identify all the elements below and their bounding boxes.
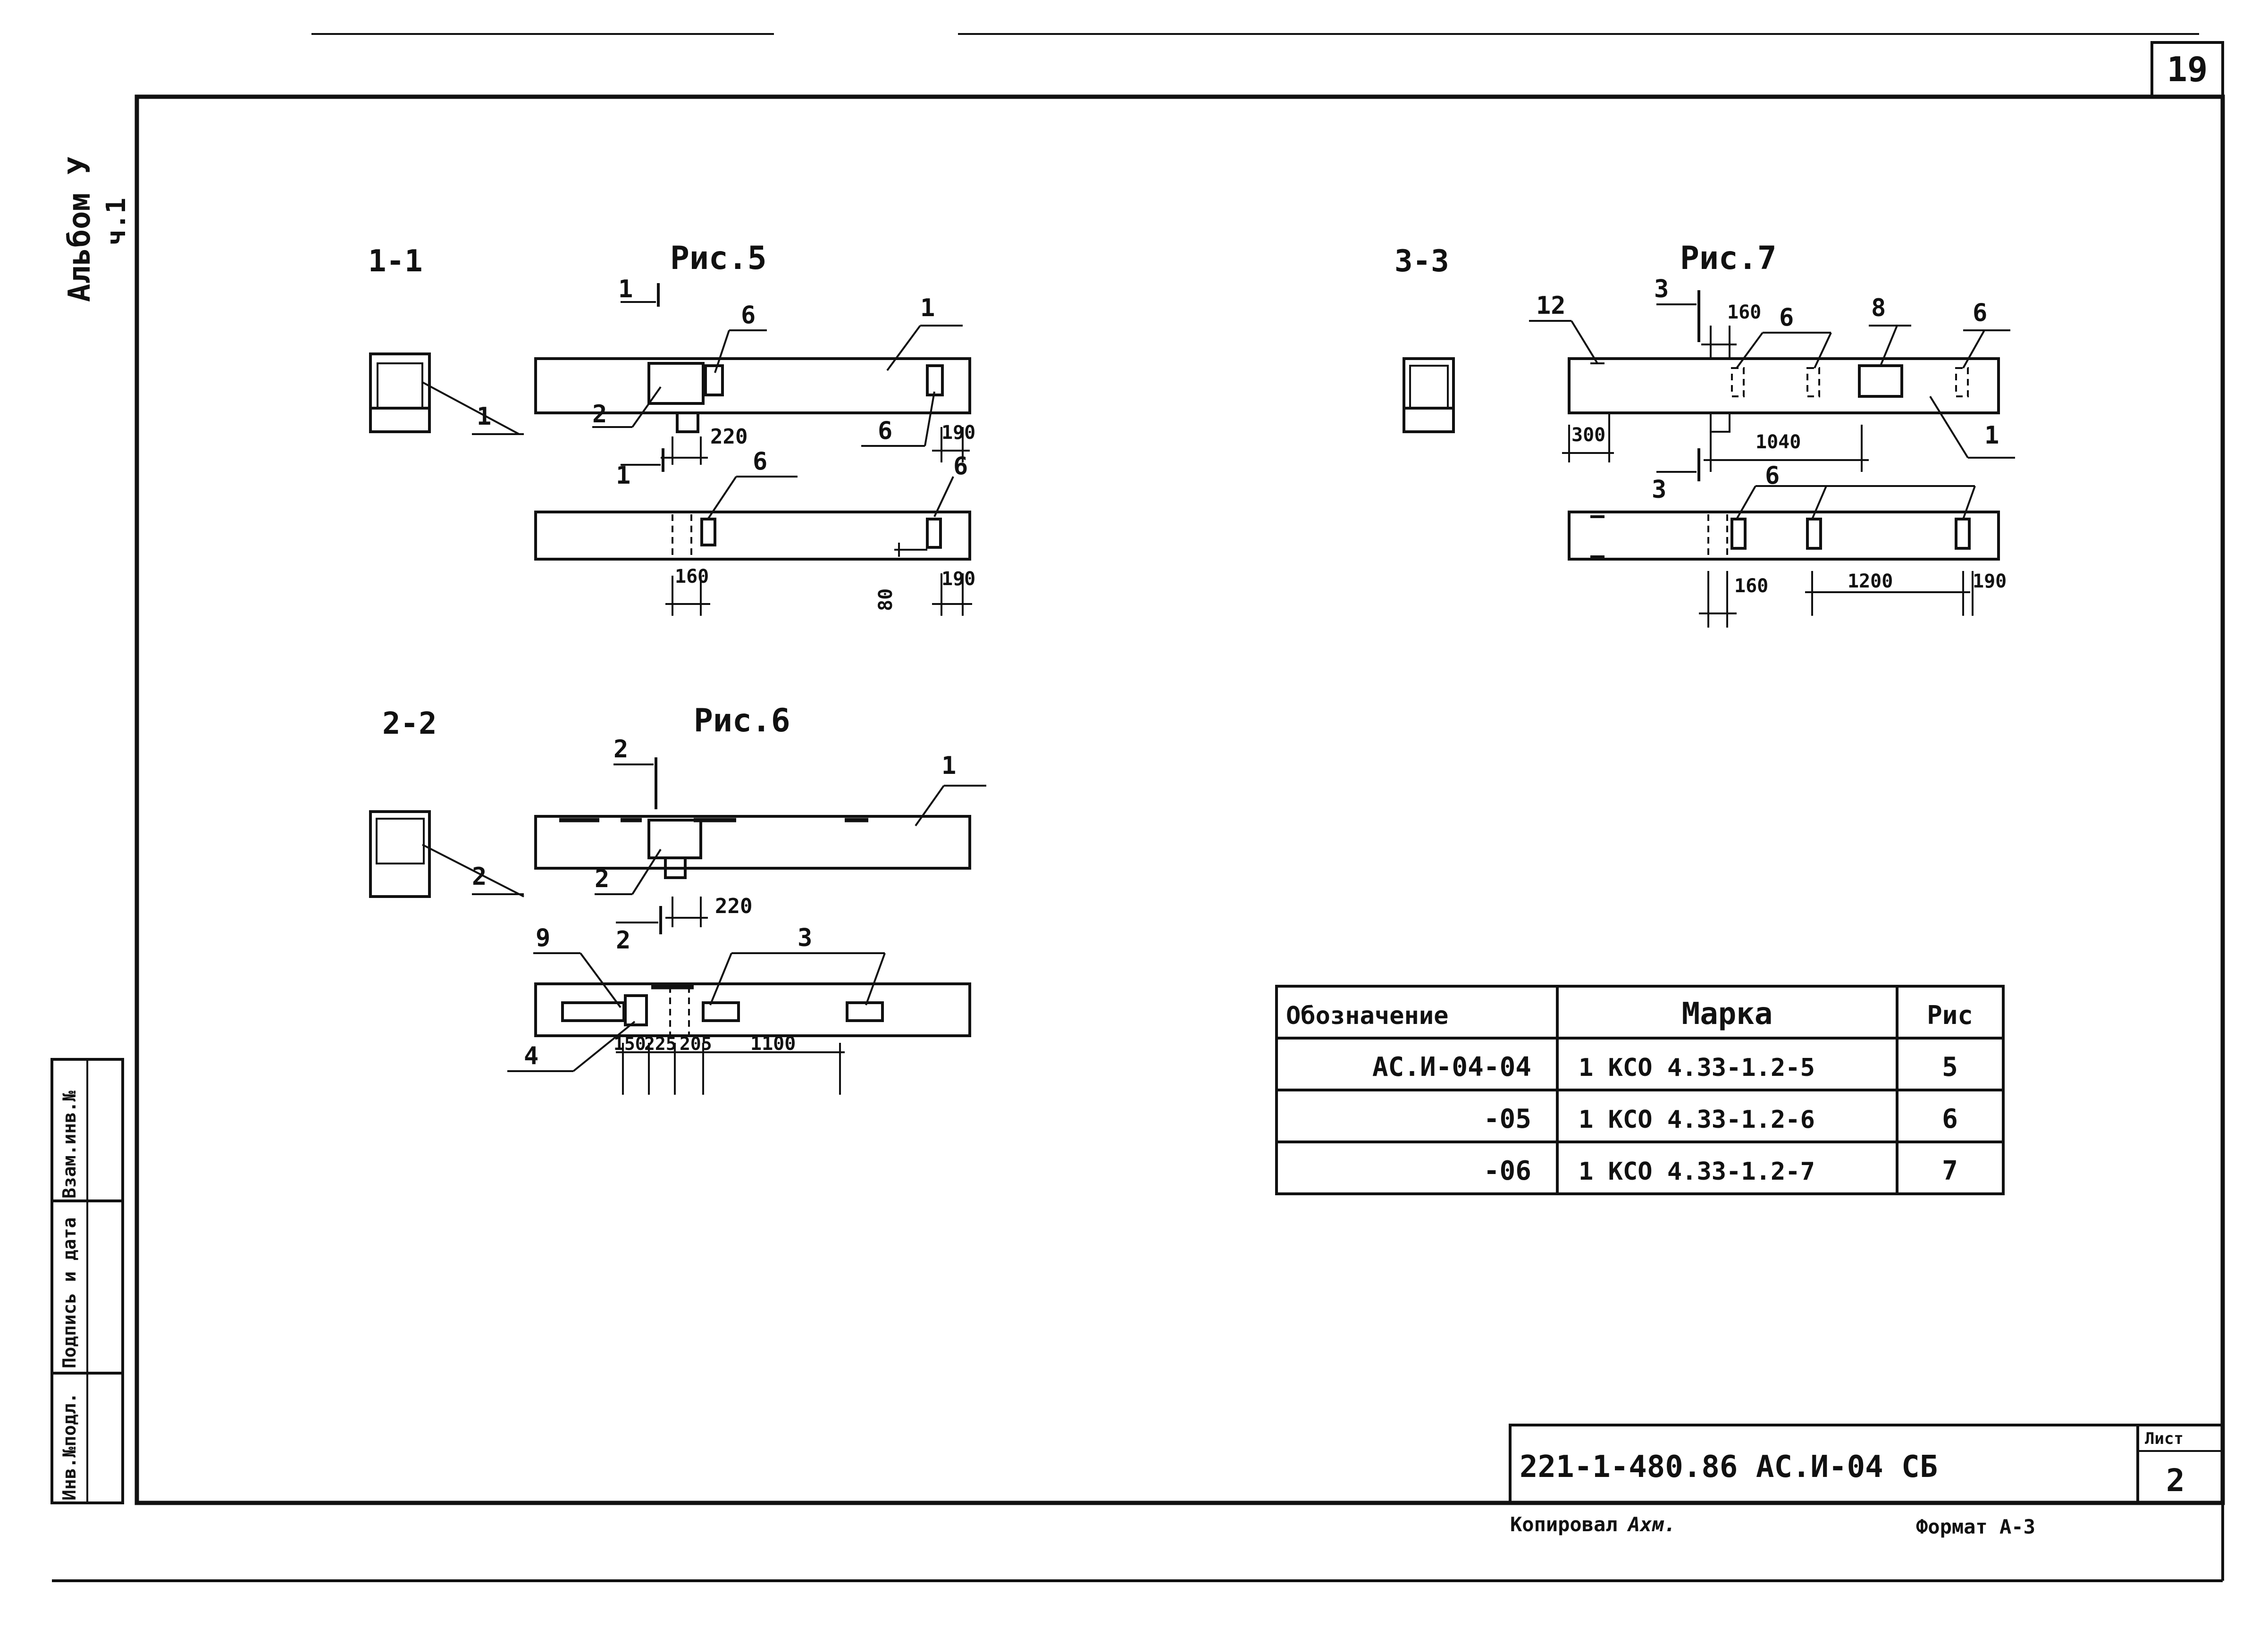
fig5-section-label: 1-1	[368, 244, 423, 279]
svg-text:190: 190	[941, 568, 975, 590]
outer-frame	[134, 94, 2225, 1505]
table-row-1-fig: 5	[1942, 1052, 1958, 1082]
svg-text:1040: 1040	[1756, 431, 1801, 453]
album-label: Альбом У ч.1	[62, 157, 132, 302]
table-row-2-designation: -05	[1484, 1104, 1531, 1134]
svg-text:2: 2	[613, 735, 628, 763]
table-row-2-mark: 1 КСО 4.33-1.2-6	[1579, 1106, 1815, 1134]
svg-text:1: 1	[1984, 421, 1999, 450]
svg-text:3: 3	[1654, 275, 1669, 303]
svg-text:300: 300	[1571, 424, 1605, 446]
fig6-bottom-beam	[534, 982, 971, 1037]
figure-5: 1-1 Рис.5 1 1 1	[368, 240, 975, 616]
marking-table: Обозначение Марка Рис АС.И-04-04 1 КСО 4…	[1275, 985, 2005, 1195]
fig7-cut-mark: 3 3	[1652, 275, 1700, 504]
svg-text:Инв.№подл.: Инв.№подл.	[59, 1392, 80, 1501]
svg-text:6: 6	[753, 447, 767, 476]
svg-text:6: 6	[1973, 299, 1987, 327]
svg-text:225: 225	[644, 1033, 677, 1054]
svg-text:205: 205	[680, 1033, 712, 1054]
fig7-section-label: 3-3	[1394, 244, 1449, 279]
fig6-title: Рис.6	[694, 702, 790, 739]
fig6-top-beam	[534, 815, 971, 879]
svg-text:2: 2	[472, 863, 487, 891]
fig5-title: Рис.5	[670, 240, 767, 277]
table-header-fig: Рис	[1927, 1000, 1973, 1030]
svg-text:160: 160	[675, 566, 709, 587]
svg-text:1: 1	[920, 294, 935, 322]
fig6-section-label: 2-2	[382, 706, 437, 741]
svg-text:1: 1	[616, 461, 630, 490]
svg-text:6: 6	[1765, 461, 1780, 490]
title-block-sheet-header: Лист	[2145, 1429, 2184, 1448]
fig6-dim-chain: 150 225 205 1100	[613, 1033, 845, 1095]
fig7-bottom-beam	[1568, 511, 2000, 561]
svg-text:Подпись и дата: Подпись и дата	[59, 1217, 80, 1368]
copied-sign: Ахм.	[1627, 1513, 1676, 1536]
fig7-top-beam	[1568, 357, 2000, 433]
fig5-top-beam	[534, 357, 971, 433]
svg-text:150: 150	[613, 1033, 646, 1054]
svg-text:1: 1	[618, 275, 633, 303]
title-block: 221-1-480.86 АС.И-04 СБ Лист 2	[1509, 1424, 2224, 1504]
svg-text:6: 6	[878, 417, 892, 445]
table-header-mark: Марка	[1682, 997, 1773, 1032]
svg-text:Взам.инв.№: Взам.инв.№	[59, 1090, 80, 1199]
title-block-code: 221-1-480.86 АС.И-04 СБ	[1520, 1450, 1938, 1484]
svg-text:1: 1	[477, 403, 491, 431]
corner-sheet-number: 19	[2150, 41, 2224, 98]
format-label: Формат А-3	[1916, 1515, 2035, 1538]
table-row-3-fig: 7	[1942, 1156, 1958, 1186]
fig6-cut-mark: 2 2	[613, 735, 662, 955]
title-block-sheet-value: 2	[2166, 1462, 2185, 1499]
svg-text:Альбом У: Альбом У	[62, 157, 97, 302]
svg-text:19: 19	[2167, 50, 2208, 89]
table-header-designation: Обозначение	[1286, 1002, 1448, 1030]
svg-text:80: 80	[875, 588, 897, 611]
fig5-cross-section	[369, 352, 524, 435]
figure-7: 3-3 Рис.7 3 3 12 6	[1394, 240, 2015, 628]
svg-text:2: 2	[595, 865, 609, 893]
svg-text:6: 6	[1779, 303, 1794, 332]
svg-text:190: 190	[1973, 570, 2007, 592]
figure-6: 2-2 Рис.6 2 2 2 1	[369, 702, 986, 1095]
fig7-cross-section	[1403, 357, 1455, 433]
svg-text:2: 2	[616, 926, 630, 955]
fig6-cross-section: 2	[369, 810, 524, 898]
svg-text:2: 2	[592, 400, 607, 428]
table-row-1-mark: 1 КСО 4.33-1.2-5	[1579, 1054, 1815, 1082]
fig7-title: Рис.7	[1680, 240, 1777, 277]
svg-text:4: 4	[524, 1042, 538, 1070]
table-row-3-mark: 1 КСО 4.33-1.2-7	[1579, 1157, 1815, 1186]
fig5-cut-mark: 1 1	[616, 275, 664, 490]
copied-by: Копировал	[1510, 1513, 1618, 1536]
svg-text:1100: 1100	[750, 1033, 796, 1055]
svg-text:6: 6	[953, 452, 968, 480]
left-stamp: Инв.№подл. Подпись и дата Взам.инв.№	[50, 1058, 124, 1504]
svg-text:220: 220	[715, 894, 752, 918]
svg-text:1: 1	[941, 752, 956, 780]
svg-text:160: 160	[1734, 575, 1768, 597]
svg-text:190: 190	[941, 422, 975, 444]
table-row-3-designation: -06	[1484, 1156, 1531, 1186]
svg-text:9: 9	[536, 924, 550, 952]
svg-text:8: 8	[1871, 294, 1886, 322]
svg-text:6: 6	[741, 301, 756, 329]
svg-text:220: 220	[710, 425, 748, 449]
svg-text:ч.1: ч.1	[101, 198, 132, 245]
svg-text:1200: 1200	[1848, 570, 1893, 592]
svg-text:12: 12	[1536, 292, 1566, 320]
table-row-1-designation: АС.И-04-04	[1372, 1052, 1531, 1082]
table-row-2-fig: 6	[1942, 1104, 1958, 1134]
svg-text:3: 3	[798, 924, 812, 952]
svg-text:3: 3	[1652, 476, 1666, 504]
fig5-bottom-beam	[534, 511, 971, 561]
svg-text:160: 160	[1727, 302, 1761, 323]
